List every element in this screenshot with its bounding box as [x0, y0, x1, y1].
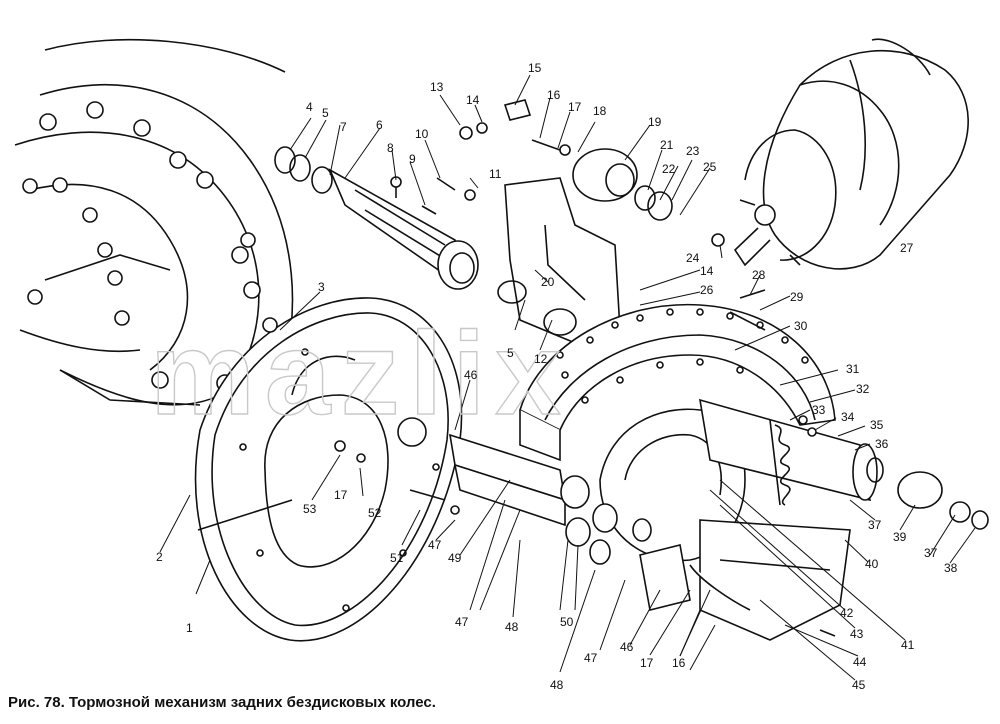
part-label: 14 — [700, 264, 714, 278]
part-label: 17 — [568, 100, 582, 114]
part-label: 43 — [850, 627, 864, 641]
axle-housing — [14, 38, 294, 406]
part-label: 26 — [700, 283, 714, 297]
part-label: 4 — [306, 100, 313, 114]
leader-lines — [159, 74, 976, 681]
part-label: 17 — [640, 656, 654, 670]
part-label: 29 — [790, 290, 804, 304]
part-label: 39 — [893, 530, 907, 544]
part-label: 10 — [415, 127, 429, 141]
part-label: 25 — [703, 160, 717, 174]
part-label: 8 — [387, 141, 394, 155]
part-label: 1 — [186, 621, 193, 635]
part-label: 36 — [875, 437, 889, 451]
part-label: 30 — [794, 319, 808, 333]
part-label: 47 — [428, 538, 442, 552]
flange-bolts — [22, 101, 261, 392]
part-label: 12 — [534, 352, 548, 366]
part-label: 27 — [900, 241, 914, 255]
part-label: 5 — [507, 346, 514, 360]
part-label: 50 — [560, 615, 574, 629]
part-label: 19 — [648, 115, 662, 129]
part-label: 33 — [812, 403, 826, 417]
part-label: 16 — [547, 88, 561, 102]
part-label: 44 — [853, 655, 867, 669]
part-label: 3 — [318, 280, 325, 294]
part-label: 47 — [584, 651, 598, 665]
part-label: 40 — [865, 557, 879, 571]
brake-assembly-drawing — [14, 38, 989, 681]
part-label: 32 — [856, 382, 870, 396]
part-label: 24 — [686, 251, 700, 265]
part-label: 17 — [334, 488, 348, 502]
part-label: 47 — [455, 615, 469, 629]
part-label: 51 — [390, 551, 404, 565]
anchor-pins — [448, 433, 691, 611]
part-label: 15 — [528, 61, 542, 75]
part-label: 31 — [846, 362, 860, 376]
part-label: 20 — [541, 275, 555, 289]
camshaft-tube — [274, 146, 479, 290]
part-label: 46 — [464, 368, 478, 382]
part-label: 11 — [489, 167, 502, 181]
adjuster-bracket — [497, 148, 673, 346]
part-label: 35 — [870, 418, 884, 432]
expander-cam — [699, 398, 989, 530]
part-label: 14 — [466, 93, 480, 107]
part-label: 13 — [430, 80, 444, 94]
part-label: 7 — [340, 120, 347, 134]
part-label: 38 — [944, 561, 958, 575]
part-label: 9 — [409, 152, 416, 166]
part-label: 37 — [924, 546, 938, 560]
part-label: 46 — [620, 640, 634, 654]
part-label: 34 — [841, 410, 855, 424]
part-label: 6 — [376, 118, 383, 132]
part-label: 28 — [752, 268, 766, 282]
part-label: 49 — [448, 551, 462, 565]
part-label: 23 — [686, 144, 700, 158]
fasteners — [262, 99, 836, 637]
part-label: 16 — [672, 656, 686, 670]
part-label: 2 — [156, 550, 163, 564]
part-label: 22 — [662, 162, 676, 176]
part-label: 52 — [368, 506, 382, 520]
part-label: 48 — [550, 678, 564, 692]
part-label: 21 — [660, 138, 674, 152]
watermark: mazlix — [149, 307, 571, 440]
part-label: 53 — [303, 502, 317, 516]
part-label: 42 — [840, 606, 854, 620]
part-label: 41 — [901, 638, 915, 652]
part-label: 5 — [322, 106, 329, 120]
figure-caption: Рис. 78. Тормозной механизм задних безди… — [8, 694, 436, 711]
brake-chamber — [733, 38, 969, 270]
part-label: 48 — [505, 620, 519, 634]
part-label: 18 — [593, 104, 607, 118]
part-label: 45 — [852, 678, 866, 692]
part-label: 37 — [868, 518, 882, 532]
